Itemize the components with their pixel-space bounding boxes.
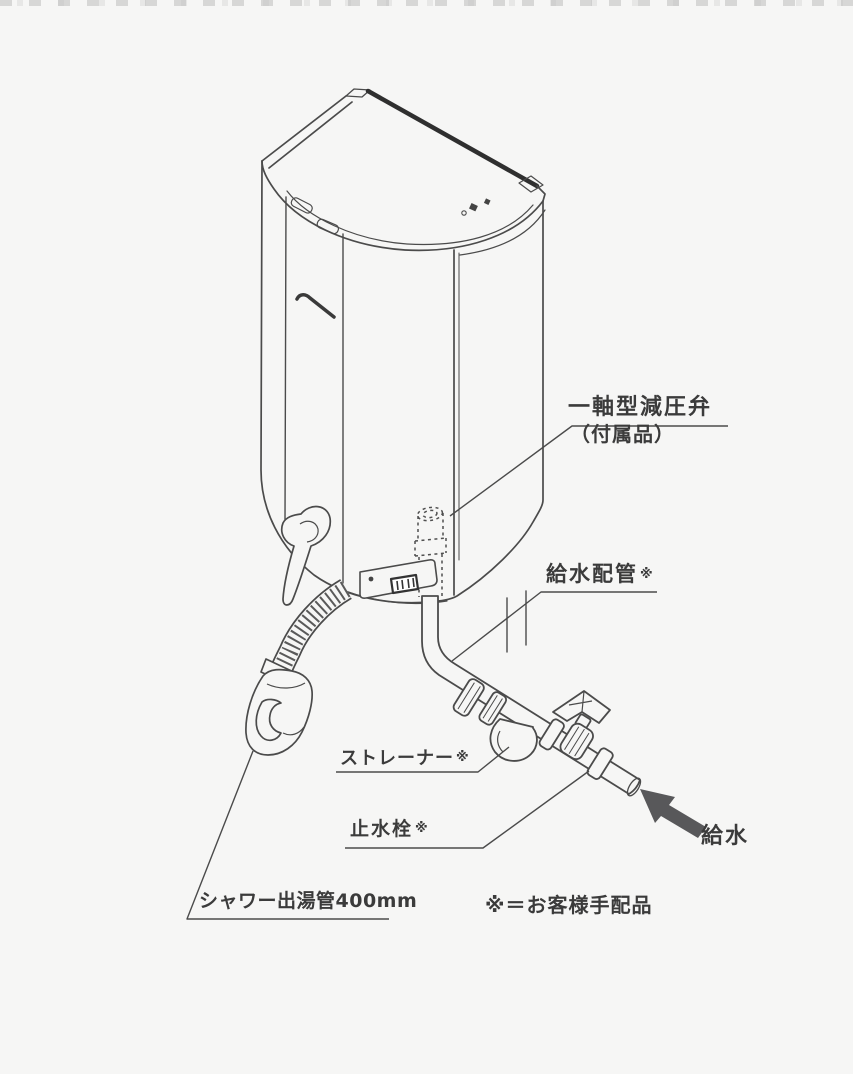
top-left-rail-outer bbox=[261, 95, 347, 162]
control-panel-button bbox=[368, 576, 374, 582]
reference-mark: ※ bbox=[640, 567, 653, 582]
shower-pipe-label: シャワー出湯管400mm bbox=[199, 890, 418, 912]
pipe-body bbox=[421, 595, 641, 795]
strainer-label: ストレーナー※ bbox=[340, 748, 469, 769]
leader-shower-pipe bbox=[186, 750, 389, 920]
pressure-valve-label-line1: 一軸型減圧弁 bbox=[568, 395, 713, 420]
hose-ribs bbox=[271, 581, 351, 677]
pipe-coupling-a bbox=[452, 678, 485, 717]
leader-stop-valve bbox=[345, 770, 590, 849]
water-supply-arrow bbox=[640, 789, 706, 838]
leader-strainer bbox=[336, 746, 510, 773]
top-tab-right bbox=[316, 218, 340, 235]
stop-valve-body bbox=[559, 722, 594, 761]
top-right-corner bbox=[536, 185, 546, 202]
top-right-corner-bracket bbox=[518, 175, 544, 193]
top-screw-c bbox=[461, 210, 467, 216]
top-lid-inner-curve bbox=[286, 190, 534, 246]
valve-top-ellipse bbox=[416, 506, 444, 522]
handle-detail bbox=[299, 520, 319, 543]
shower-head-body bbox=[245, 668, 313, 756]
strainer-cup-detail bbox=[497, 730, 504, 753]
top-tab-left bbox=[290, 197, 313, 214]
stop-valve-label: 止水栓※ bbox=[350, 818, 428, 840]
stop-valve-ring-left bbox=[538, 718, 565, 751]
shower-head-grip bbox=[255, 698, 282, 742]
leader-supply-piping bbox=[451, 591, 657, 662]
pipe-end-cap bbox=[626, 777, 642, 797]
leader-lines bbox=[186, 425, 728, 920]
top-back-edge-heavy bbox=[365, 88, 540, 189]
pressure-valve-label: 一軸型減圧弁 （付属品） bbox=[568, 395, 712, 446]
water-supply-label: 給水 bbox=[701, 824, 750, 849]
control-panel-display-ticks bbox=[396, 577, 415, 591]
stop-valve-ring-right bbox=[586, 747, 614, 780]
supply-piping-label: 給水配管※ bbox=[546, 562, 653, 586]
reference-mark: ※ bbox=[456, 750, 469, 765]
pressure-valve-label-line2: （付属品） bbox=[570, 422, 675, 447]
top-left-rail-inner bbox=[268, 101, 353, 169]
brand-mark bbox=[295, 293, 336, 319]
top-screw-a bbox=[469, 203, 478, 212]
shower-head-lines bbox=[266, 682, 306, 736]
cropped-text-artifacts bbox=[0, 0, 853, 6]
front-seam-left bbox=[284, 196, 287, 523]
reference-mark: ※ bbox=[415, 821, 428, 836]
shower-head bbox=[245, 658, 313, 756]
valve-top-inner bbox=[422, 509, 438, 519]
stop-valve bbox=[538, 690, 614, 780]
leader-pressure-valve bbox=[449, 425, 728, 517]
top-screw-b bbox=[483, 198, 491, 205]
pipe-coupling-b bbox=[478, 691, 508, 726]
top-front-lip bbox=[459, 209, 546, 256]
stop-valve-handle-detail bbox=[568, 690, 593, 713]
shower-handle bbox=[280, 505, 332, 606]
supply-pipe bbox=[421, 595, 642, 797]
customer-supplied-note: ※＝お客様手配品 bbox=[485, 893, 653, 917]
top-front-curve-outer bbox=[261, 160, 544, 252]
control-panel bbox=[359, 559, 438, 599]
